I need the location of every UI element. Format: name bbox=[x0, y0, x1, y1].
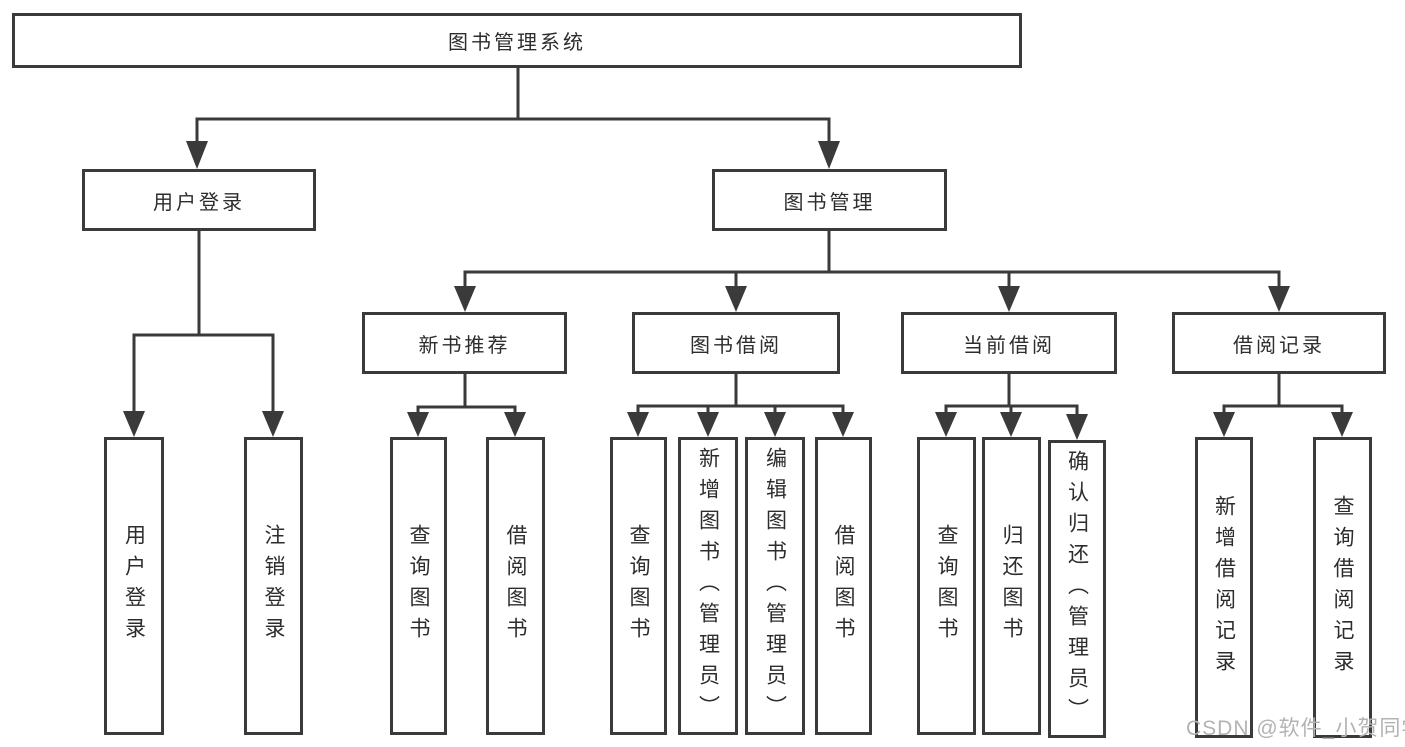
arrowhead-icon bbox=[407, 412, 429, 437]
arrowhead-icon bbox=[725, 286, 747, 312]
node-borrow-records: 借阅记录 bbox=[1172, 312, 1386, 374]
edge-userlogin-to-leaves bbox=[132, 230, 275, 431]
leaf-user-login: 用户登录 bbox=[104, 437, 164, 735]
leaf-query-books-borrow: 查询图书 bbox=[610, 437, 667, 735]
node-user-login: 用户登录 bbox=[82, 169, 316, 231]
edge-bookmgmt-to-level3 bbox=[463, 231, 1281, 306]
node-new-book-recommend: 新书推荐 bbox=[362, 312, 567, 374]
arrowhead-icon bbox=[764, 412, 786, 437]
edge-borrow-to-leaves bbox=[636, 374, 845, 431]
node-current-borrow: 当前借阅 bbox=[901, 312, 1117, 374]
csdn-watermark: CSDN @软件_小贺同学 bbox=[1186, 717, 1405, 740]
leaf-add-book-admin: 新增图书（管理员） bbox=[678, 437, 738, 735]
edge-root-to-level2 bbox=[195, 68, 831, 163]
leaf-query-books-current: 查询图书 bbox=[917, 437, 976, 735]
arrowhead-icon bbox=[1000, 412, 1022, 437]
arrowhead-icon bbox=[1213, 412, 1235, 437]
leaf-borrow-books-recommend: 借阅图书 bbox=[486, 437, 545, 735]
leaf-query-books-recommend: 查询图书 bbox=[390, 437, 447, 735]
leaf-borrow-books: 借阅图书 bbox=[815, 437, 872, 735]
arrowhead-icon bbox=[504, 412, 526, 437]
leaf-return-books: 归还图书 bbox=[982, 437, 1041, 735]
arrowhead-icon bbox=[186, 141, 208, 169]
arrowhead-icon bbox=[262, 411, 284, 437]
arrowhead-icon bbox=[935, 412, 957, 437]
arrowhead-icon bbox=[697, 412, 719, 437]
arrowhead-icon bbox=[818, 141, 840, 169]
leaf-query-borrow-record: 查询借阅记录 bbox=[1313, 437, 1372, 738]
leaf-logout: 注销登录 bbox=[244, 437, 303, 735]
leaf-edit-book-admin: 编辑图书（管理员） bbox=[745, 437, 805, 735]
arrowhead-icon bbox=[1066, 414, 1088, 440]
arrowhead-icon bbox=[627, 412, 649, 437]
node-book-borrow: 图书借阅 bbox=[632, 312, 840, 374]
leaf-confirm-return-admin: 确认归还（管理员） bbox=[1048, 440, 1106, 738]
arrowhead-icon bbox=[123, 411, 145, 437]
edge-recommend-to-leaves bbox=[416, 374, 517, 431]
arrowhead-icon bbox=[998, 286, 1020, 312]
arrowhead-icon bbox=[1331, 412, 1353, 437]
leaf-add-borrow-record: 新增借阅记录 bbox=[1195, 437, 1253, 738]
arrowhead-icon bbox=[1268, 286, 1290, 312]
arrowhead-icon bbox=[454, 286, 476, 312]
node-root: 图书管理系统 bbox=[12, 13, 1022, 68]
edge-records-to-leaves bbox=[1222, 374, 1344, 431]
node-book-management: 图书管理 bbox=[712, 169, 947, 231]
arrowhead-icon bbox=[832, 412, 854, 437]
